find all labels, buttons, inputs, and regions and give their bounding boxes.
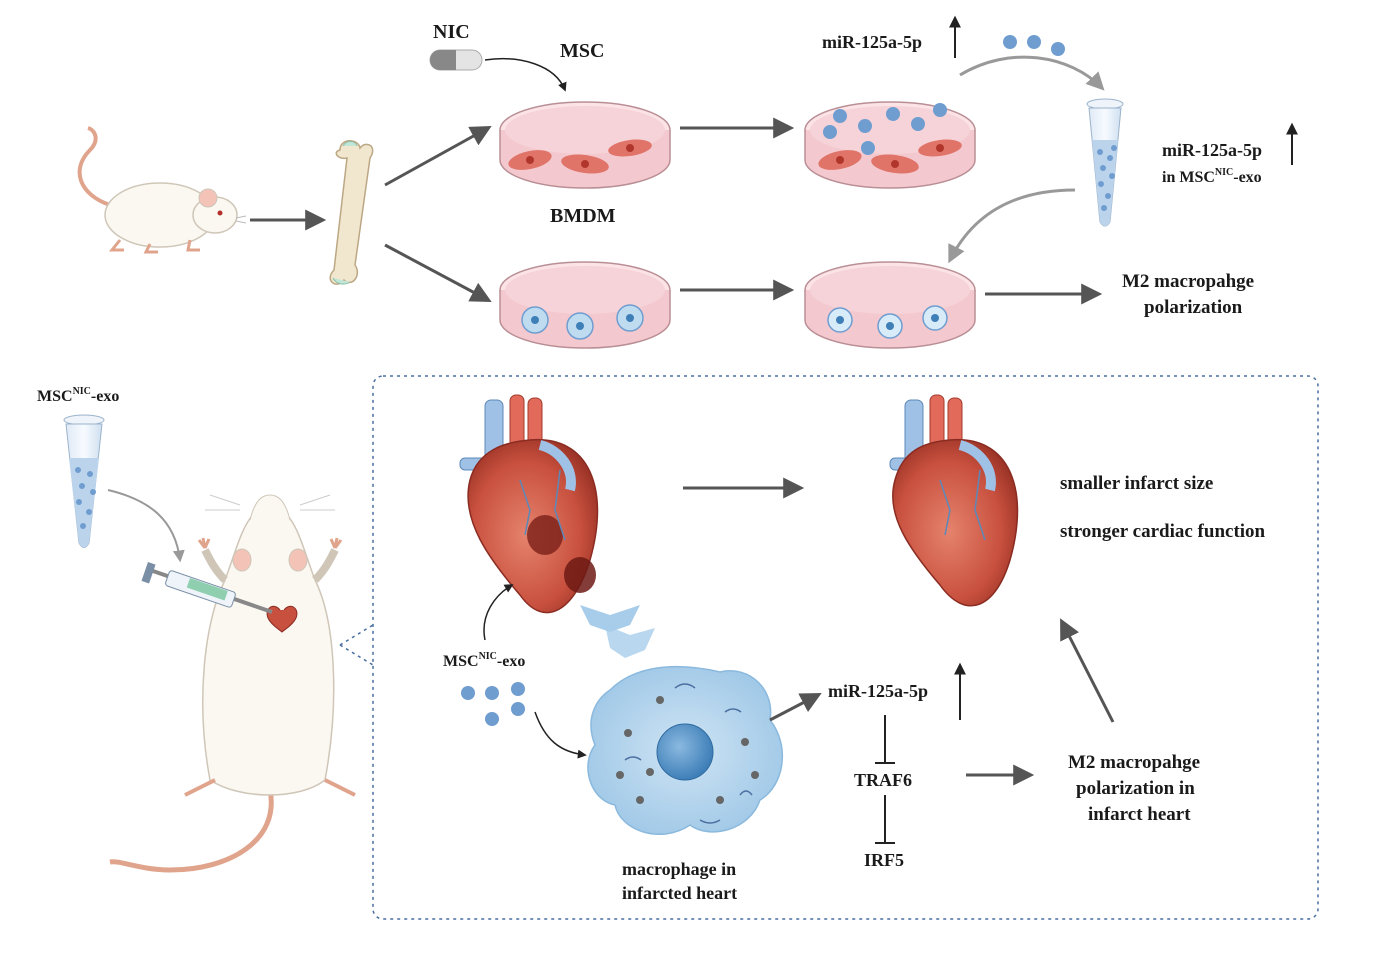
mouse-icon xyxy=(77,126,247,254)
outcome-infarct-size: smaller infarct size xyxy=(1060,473,1213,494)
bmdm-label: BMDM xyxy=(550,205,616,227)
arrow-macrophage-to-mir xyxy=(769,693,822,722)
msc-dish xyxy=(499,101,671,189)
bmdm-dish xyxy=(499,261,671,349)
inhibition-traf6-irf5 xyxy=(875,795,895,844)
arrow-nic-to-msc xyxy=(484,58,567,92)
zoom-panel xyxy=(372,375,1319,920)
healed-heart-icon xyxy=(889,394,1019,607)
exosome-particles-top xyxy=(1003,35,1065,56)
m2-top-line1: M2 macropahge xyxy=(1122,271,1254,292)
m2-bottom-line1: M2 macropahge xyxy=(1068,752,1200,773)
nic-capsule-icon xyxy=(429,49,483,71)
traf6-label: TRAF6 xyxy=(854,770,912,790)
msc-nic-dish xyxy=(804,101,976,189)
mir-label-right: miR-125a-5p xyxy=(1162,140,1262,160)
m2-bottom-line2: polarization in xyxy=(1076,778,1195,799)
outcome-cardiac-function: stronger cardiac function xyxy=(1060,521,1266,542)
arrow-exo-to-macrophage xyxy=(534,711,587,759)
arrow-bone-to-msc xyxy=(384,125,492,187)
irf5-label: IRF5 xyxy=(864,850,904,870)
rat-icon xyxy=(109,494,356,873)
arrow-tube-to-syringe xyxy=(107,489,185,563)
zoom-callout xyxy=(339,624,374,666)
exosome-particles-box xyxy=(461,682,525,726)
exosome-tube-left-icon xyxy=(63,414,105,548)
infarcted-heart-icon xyxy=(459,394,599,614)
m2-top-line2: polarization xyxy=(1144,297,1243,318)
chevron-down-icon xyxy=(580,605,655,658)
nic-label: NIC xyxy=(433,21,470,43)
arrow-exo-to-heart xyxy=(483,584,514,641)
msc-exo-left-label: MSCNIC-exo xyxy=(37,386,119,405)
arrow-m2-to-healed-heart xyxy=(1060,618,1115,723)
bone-icon xyxy=(329,140,374,285)
m2-bottom-line3: infarct heart xyxy=(1088,804,1191,825)
bmdm-treated-dish xyxy=(804,261,976,349)
mir-right-line2: in MSCNIC-exo xyxy=(1162,167,1262,186)
mir-label-top: miR-125a-5p xyxy=(822,32,922,52)
arrow-tube-to-bmdm xyxy=(948,188,1076,264)
msc-label: MSC xyxy=(560,40,604,62)
syringe-icon xyxy=(141,562,273,614)
exosome-tube-icon xyxy=(1086,98,1124,227)
arrow-to-tube-top xyxy=(959,55,1105,91)
msc-exo-box-label: MSCNIC-exo xyxy=(443,651,525,670)
macrophage-label-line2: infarcted heart xyxy=(622,883,737,903)
macrophage-label-line1: macrophage in xyxy=(622,859,736,879)
mir-label-bottom: miR-125a-5p xyxy=(828,681,928,701)
arrow-bone-to-bmdm xyxy=(384,243,492,302)
inhibition-mir-traf6 xyxy=(875,715,895,764)
macrophage-cell-icon xyxy=(587,665,783,835)
